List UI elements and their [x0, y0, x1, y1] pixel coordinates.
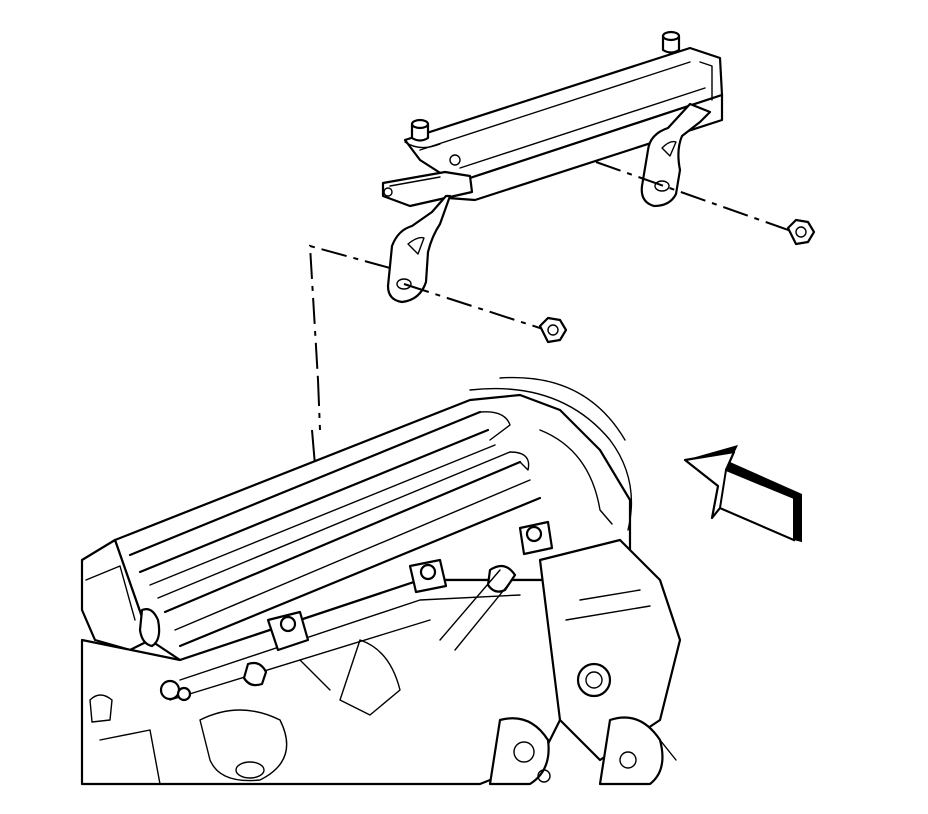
stud-right [661, 30, 681, 54]
stud-left [404, 118, 441, 149]
direction-arrow [683, 445, 802, 542]
hex-nut-right [786, 218, 816, 246]
engine-assembly [80, 376, 682, 786]
hex-nut-left [538, 316, 568, 344]
mounting-bracket [381, 30, 724, 304]
